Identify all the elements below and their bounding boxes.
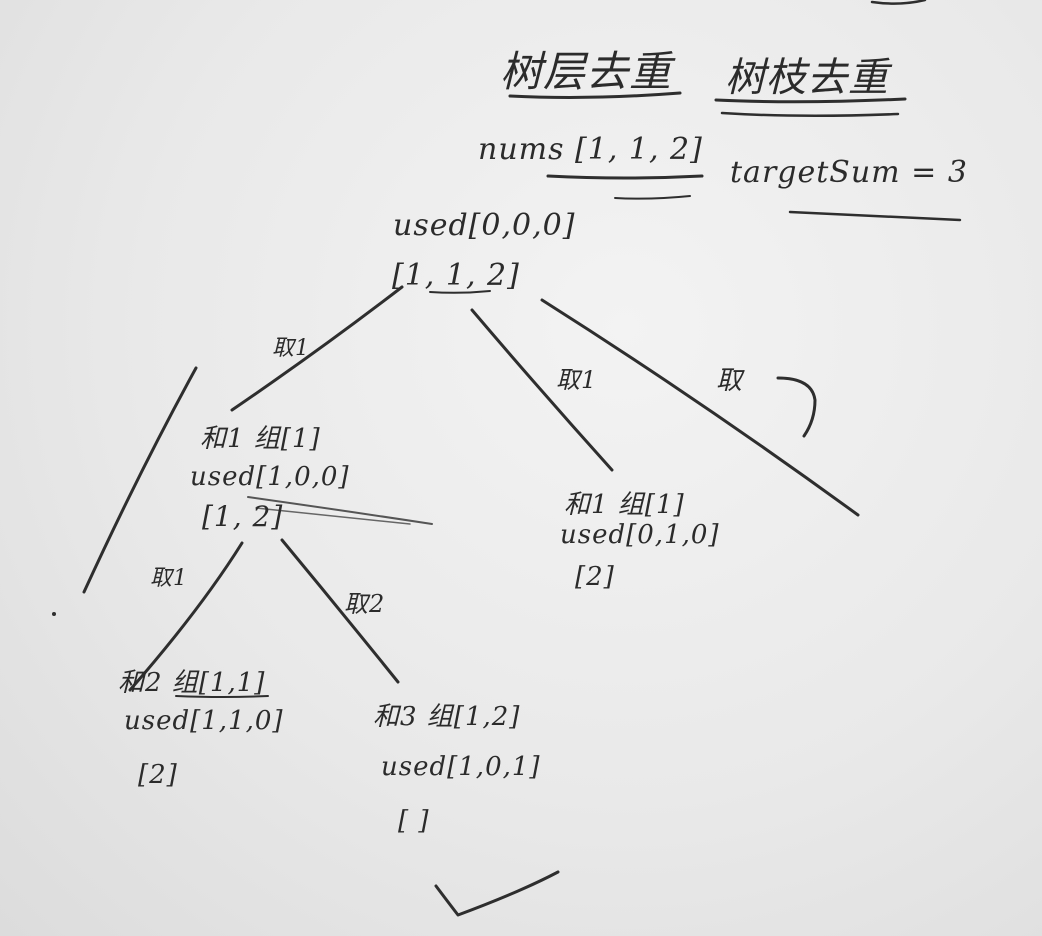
left-node-used: used[1,0,0] — [190, 462, 350, 492]
edge-root-right — [540, 298, 860, 517]
mid-node-used: used[0,1,0] — [560, 520, 720, 550]
hook-right — [776, 376, 817, 438]
title-right-underline-2 — [720, 111, 900, 118]
title-right-underline — [714, 97, 907, 104]
nums-underline — [546, 174, 704, 180]
edge-label-left-b: 取2 — [344, 590, 386, 618]
left-node-sum: 和1 组[1] — [200, 424, 321, 454]
edge-label-right: 取 — [716, 366, 744, 396]
stray-dot — [52, 612, 56, 616]
l2a-sum-underline — [175, 695, 269, 698]
top-scribble — [870, 0, 927, 5]
root-used-label: used[0,0,0] — [393, 208, 576, 243]
leaf-b-used: used[1,0,1] — [381, 752, 541, 782]
nums-array: nums [1, 1, 2] — [478, 132, 703, 167]
left-node-array: [1, 2] — [202, 500, 284, 533]
edge-root-mid — [470, 308, 614, 472]
nums-underline-2 — [614, 195, 691, 200]
root-arr-underline — [429, 290, 491, 294]
leaf-a-used: used[1,1,0] — [124, 706, 284, 736]
leaf-b-array: [ ] — [398, 806, 430, 836]
edge-label-left-a: 取1 — [150, 566, 188, 591]
leaf-b-sum: 和3 组[1,2] — [373, 702, 521, 732]
mid-node-array: [2] — [575, 562, 615, 592]
edge-left-b — [280, 538, 400, 684]
check-mark — [434, 870, 560, 917]
edge-label-mid: 取1 — [556, 366, 598, 394]
title-tree-branch-dedup: 树枝去重 — [725, 55, 889, 101]
mid-node-sum: 和1 组[1] — [564, 490, 685, 520]
title-tree-level-dedup: 树层去重 — [500, 47, 673, 96]
left-bracket-line — [82, 366, 198, 594]
edge-root-left — [230, 285, 404, 412]
edge-left-a — [128, 541, 244, 692]
root-array-label: [1, 1, 2] — [392, 258, 520, 293]
title-left-underline — [508, 91, 682, 99]
strike-line — [247, 496, 433, 525]
target-sum: targetSum = 3 — [730, 155, 968, 190]
edge-label-left: 取1 — [272, 336, 310, 361]
leaf-a-sum: 和2 组[1,1] — [118, 668, 266, 698]
strike-line-2 — [255, 507, 411, 525]
target-underline — [788, 210, 962, 222]
leaf-a-array: [2] — [138, 760, 178, 790]
